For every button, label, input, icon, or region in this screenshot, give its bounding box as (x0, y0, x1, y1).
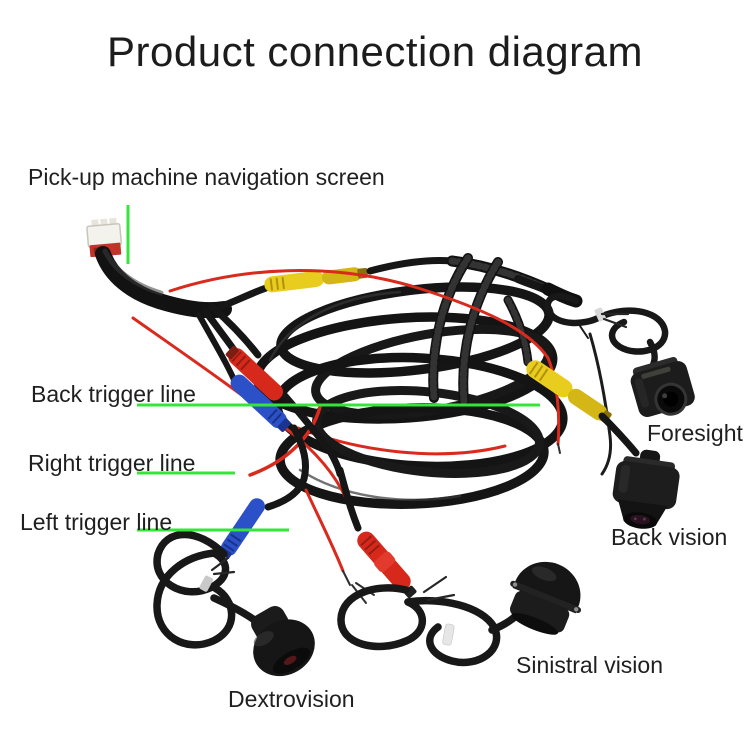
sinistral-camera (509, 561, 582, 635)
foresight-camera (630, 357, 695, 418)
dextrovision-cable-loop (153, 530, 266, 649)
foresight-loop-tie (594, 307, 630, 329)
long-tie-whisker (579, 325, 613, 476)
dextrovision-camera (251, 606, 315, 677)
label-sinistral-vision: Sinistral vision (516, 652, 663, 678)
label-back-trigger-line: Back trigger line (31, 381, 196, 407)
label-dextrovision: Dextrovision (228, 686, 355, 712)
foresight-cable-loop (514, 275, 669, 369)
sinistral-loop-tie (422, 575, 456, 646)
back-vision-camera (612, 449, 680, 529)
label-pickup-screen: Pick-up machine navigation screen (28, 164, 385, 190)
blue-rca-connector-1 (230, 374, 291, 432)
label-back-vision: Back vision (611, 524, 728, 550)
wire-yellow2-to-camera (598, 412, 640, 457)
label-foresight: Foresight (647, 420, 743, 446)
wire-out-blue-joint-1 (264, 424, 310, 511)
yellow-rca-connector-1 (264, 267, 368, 293)
page-title: Product connection diagram (107, 28, 643, 75)
wire-in-red-joint-2 (336, 466, 362, 532)
wire-out-red-joint-1 (280, 391, 344, 478)
red-rca-connector-1 (225, 345, 284, 401)
annotation-pointer-lines (126, 205, 540, 532)
label-right-trigger-line: Right trigger line (28, 450, 196, 476)
cable-coil (252, 253, 568, 509)
label-left-trigger-line: Left trigger line (20, 509, 173, 535)
dextrovision-loop-tie (199, 556, 236, 592)
